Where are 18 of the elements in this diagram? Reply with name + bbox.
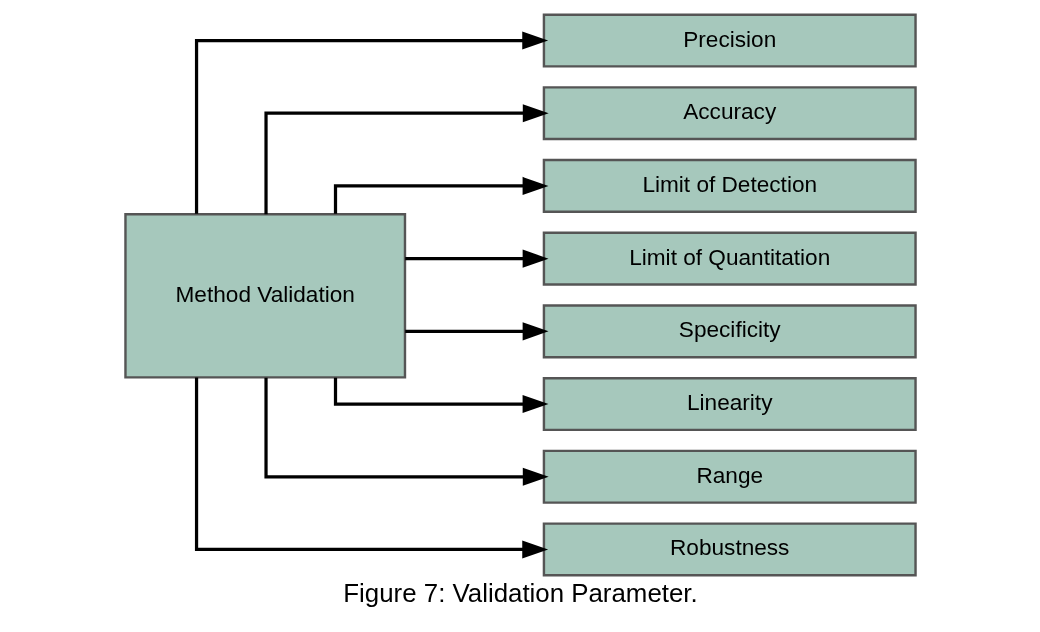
arrow (404, 249, 549, 268)
arrow (263, 104, 549, 215)
arrow (333, 377, 548, 414)
node-box: Limit of Detection (542, 158, 917, 213)
node-box: Linearity (542, 377, 917, 432)
arrow (333, 176, 548, 214)
node-box: Robustness (542, 522, 917, 577)
arrow (263, 377, 549, 486)
node-box: Limit of Quantitation (542, 231, 917, 286)
node-box: Accuracy (542, 86, 917, 141)
arrow (194, 31, 548, 214)
node-box: Precision (542, 13, 917, 68)
node-box: Range (542, 449, 917, 504)
arrow (404, 322, 549, 341)
caption: Figure 7: Validation Parameter. (342, 579, 698, 608)
node-box: Method Validation (123, 213, 406, 379)
arrow (194, 377, 548, 559)
node-box: Specificity (542, 304, 917, 359)
